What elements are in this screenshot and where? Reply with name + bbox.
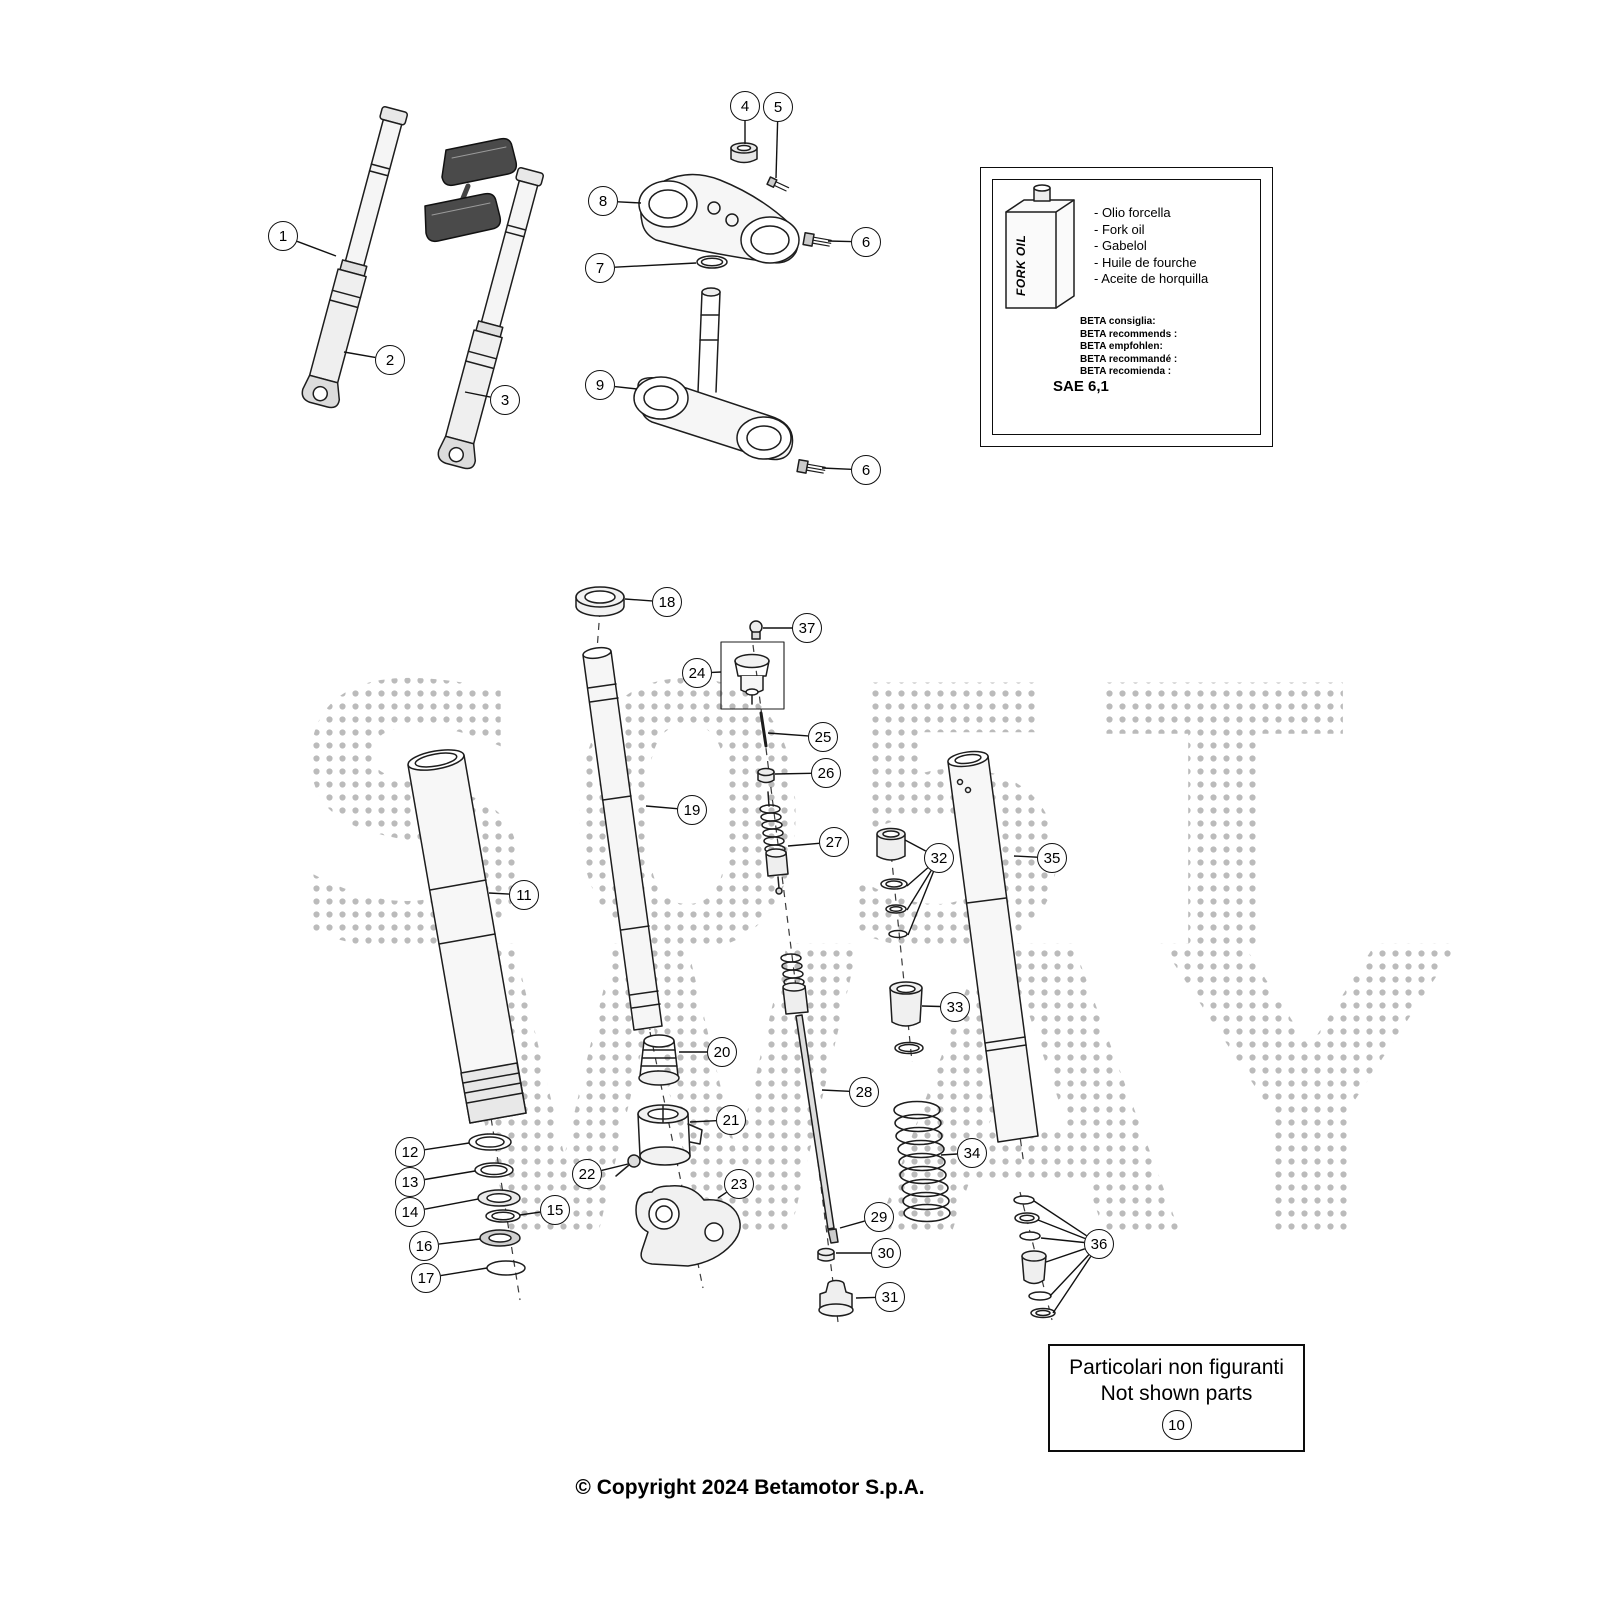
not-shown-parts-line2: Not shown parts (1100, 1382, 1253, 1405)
part-11-outer-tube (407, 749, 527, 1124)
leader-line (614, 262, 697, 268)
oil-name-line: - Gabelol (1094, 238, 1147, 253)
clamp-bolt-lower (796, 458, 826, 474)
part-36-stack (1013, 1195, 1056, 1319)
leader-line (424, 1142, 470, 1151)
leader-line (1013, 855, 1038, 858)
leader-line (1040, 1237, 1085, 1244)
leader-line (343, 351, 376, 359)
oil-bottle-label: FORK OIL (1014, 234, 1028, 296)
leader-line (775, 121, 779, 179)
part-30-nut (817, 1247, 835, 1262)
leader-line (440, 1267, 488, 1277)
part-12-ring (468, 1133, 512, 1151)
oil-name-line: - Huile de fourche (1094, 254, 1197, 270)
leader-line (921, 1005, 941, 1008)
part-13-ring (474, 1162, 514, 1178)
part-25-rod (759, 711, 768, 748)
part-15-washer (485, 1209, 521, 1223)
oil-name-line: - Aceite de horquilla (1094, 271, 1209, 286)
part-29-rod-end (827, 1228, 839, 1244)
leader-line (1045, 1248, 1086, 1263)
leader-line (774, 772, 812, 775)
part-23-axle-bracket (635, 1185, 741, 1267)
leader-line (904, 839, 927, 852)
part-28-damper-rod (780, 953, 835, 1230)
part-21-axle-clamp (637, 1104, 703, 1166)
part-32-stack (876, 827, 908, 939)
leader-line (767, 732, 809, 737)
leader-line (1049, 1254, 1090, 1297)
watermark-line2: WAY (430, 865, 1474, 1330)
steering-nut (730, 142, 758, 164)
part-19-inner-tube (582, 646, 663, 1031)
part-24-fork-cap (720, 641, 785, 710)
top-triple-clamp (638, 173, 800, 264)
leader-line (827, 240, 852, 243)
leader-line (296, 240, 337, 257)
beta-recommends-line: BETA recommandé : (1080, 353, 1178, 365)
screw-small (766, 176, 790, 192)
leader-line (624, 598, 653, 602)
leader-line (821, 467, 852, 470)
part-16-dust-seal (479, 1229, 521, 1247)
part-18-ring (575, 586, 625, 617)
fork-leg-complete-left (301, 106, 408, 409)
leader-lines (296, 121, 1092, 1314)
part-20-cone (638, 1034, 680, 1086)
part-34-spring (893, 1100, 951, 1223)
leader-line (787, 842, 820, 847)
bottom-triple-clamp (633, 287, 794, 461)
beta-recommends-line: BETA recommends : (1080, 328, 1178, 340)
leader-line (438, 1238, 481, 1245)
leader-line (601, 1163, 629, 1172)
leader-line (519, 1211, 541, 1216)
leader-line (464, 391, 491, 398)
handlebar-clamps (424, 137, 518, 243)
clamp-bolt-upper (802, 231, 832, 247)
beta-recommends-line: BETA consiglia: (1080, 316, 1156, 327)
leader-line (855, 1296, 876, 1299)
beta-recommends-list: BETA consiglia: BETA recommends : BETA e… (1080, 316, 1177, 379)
part-35-fork-tube (947, 750, 1039, 1143)
leader-line (821, 1089, 850, 1092)
callout-10: 10 (1161, 1410, 1192, 1440)
oil-bottle (1005, 184, 1075, 309)
leader-line (689, 1120, 717, 1123)
part-33-valve (889, 981, 924, 1055)
oil-name-line: - Olio forcella (1094, 205, 1171, 220)
leader-line (1033, 1200, 1087, 1237)
not-shown-parts-line1: Particolari non figuranti (1069, 1356, 1284, 1379)
not-shown-parts-box: Particolari non figuranti Not shown part… (1048, 1344, 1305, 1452)
leader-line (906, 870, 932, 911)
leader-line (617, 201, 642, 204)
leader-line (424, 1170, 476, 1181)
leader-line (645, 805, 678, 810)
part-31-foot-valve (818, 1279, 854, 1317)
leader-line (1052, 1256, 1092, 1314)
beta-recommends-line: BETA empfohlen: (1080, 341, 1163, 352)
fork-leg-complete-right (437, 167, 544, 470)
oil-recommendation-box (980, 167, 1273, 447)
part-22-bolt (615, 1154, 641, 1177)
beta-recommends-line: BETA recomienda : (1080, 366, 1172, 377)
leader-line (907, 871, 935, 936)
leader-line (1037, 1219, 1086, 1240)
part-37-screw (749, 620, 763, 640)
copyright-notice: © Copyright 2024 Betamotor S.p.A. (575, 1476, 925, 1499)
leader-line (424, 1198, 479, 1210)
oil-name-list: - Olio forcella - Fork oil - Gabelol - H… (1094, 205, 1208, 288)
oil-name-line: - Fork oil (1094, 221, 1145, 237)
o-ring-7 (696, 255, 728, 269)
leader-line (488, 892, 510, 895)
part-26-nut (757, 767, 775, 784)
oil-grade: SAE 6,1 (1053, 378, 1109, 395)
leader-line (614, 385, 638, 390)
part-14-oil-seal (477, 1189, 521, 1207)
leader-line (839, 1220, 865, 1229)
part-27-rebound-assembly (759, 791, 789, 895)
oil-recommendation-box-inner (992, 179, 1261, 435)
leader-line (940, 1153, 958, 1156)
